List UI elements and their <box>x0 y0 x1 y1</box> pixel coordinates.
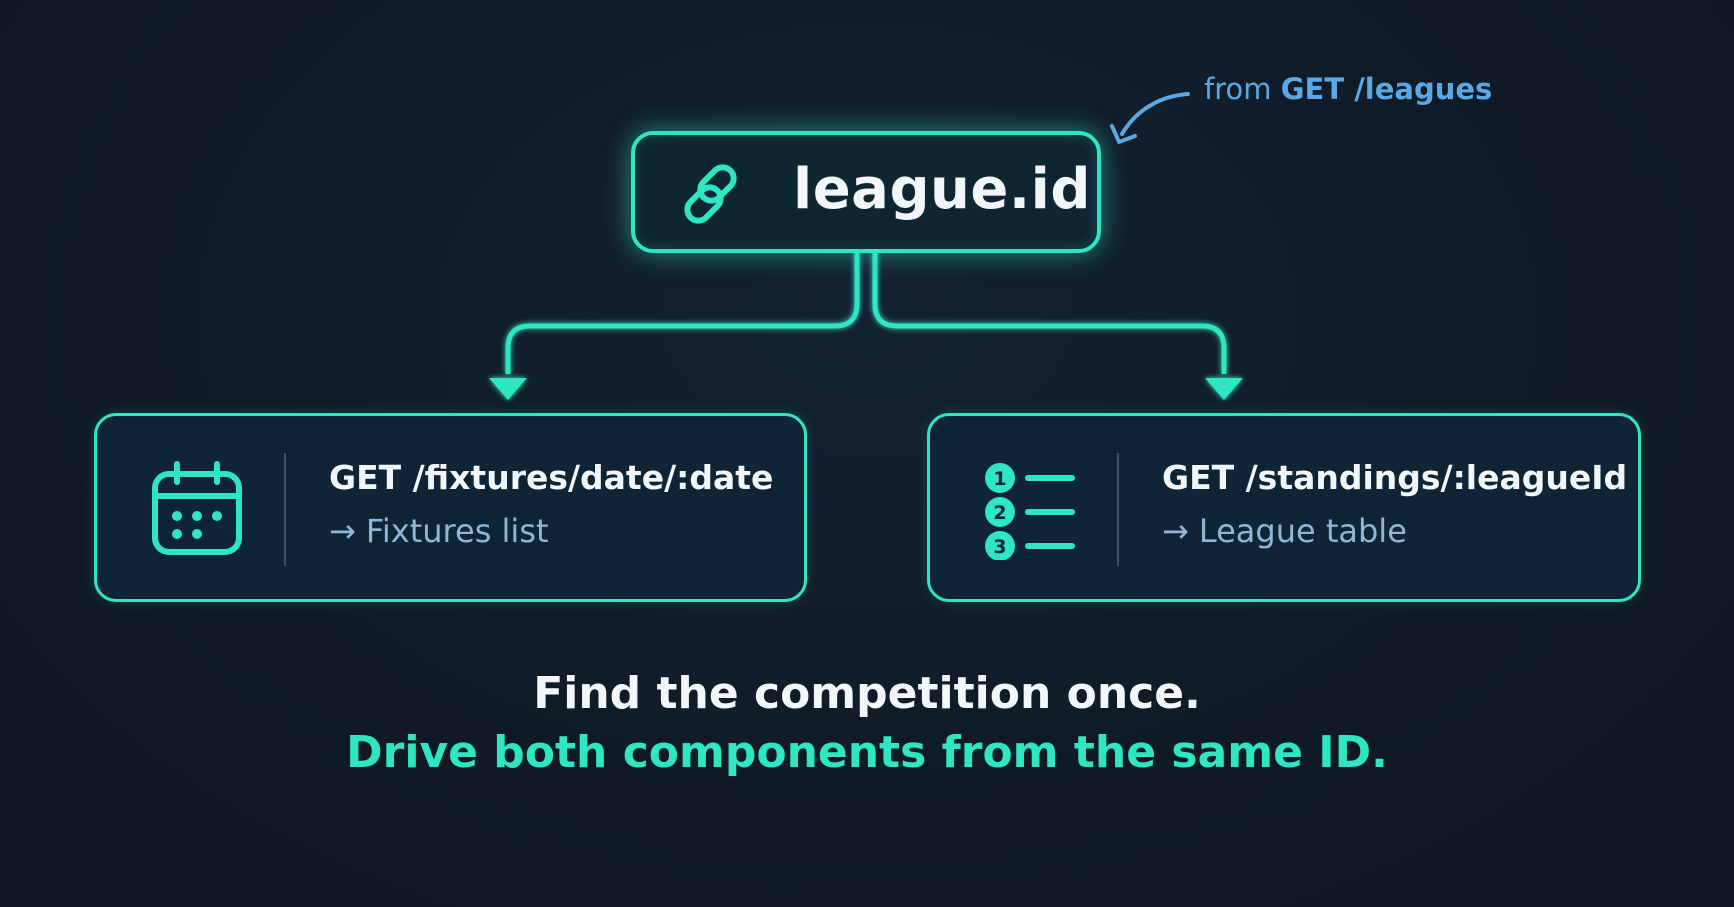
source-note-arrow <box>1120 92 1190 136</box>
fixtures-card: GET /fixtures/date/:date →Fixtures list <box>94 413 807 602</box>
connector-left <box>505 253 860 374</box>
list-number-2: 2 <box>993 502 1006 524</box>
calendar-icon <box>152 461 242 555</box>
standings-result-label: League table <box>1198 512 1407 550</box>
right-arrow-icon: → <box>329 512 356 550</box>
card-divider <box>284 453 286 566</box>
source-note-arrowhead <box>1110 124 1137 144</box>
standings-card: 1 2 3 GET /standings/:leagueId →League t… <box>927 413 1641 602</box>
standings-result: →League table <box>1162 512 1407 550</box>
root-node-league-id: league.id <box>631 131 1101 253</box>
arrowhead-left <box>489 378 527 400</box>
link-icon <box>684 164 737 224</box>
list-number-3: 3 <box>993 536 1006 558</box>
connector-right <box>872 253 1227 374</box>
card-divider <box>1117 453 1119 566</box>
right-arrow-icon: → <box>1162 512 1189 550</box>
source-note: from GET /leagues <box>1204 72 1492 106</box>
fixtures-result-label: Fixtures list <box>365 512 549 550</box>
fixtures-result: →Fixtures list <box>329 512 549 550</box>
source-note-endpoint: GET /leagues <box>1280 72 1493 106</box>
numbered-list-icon: 1 2 3 <box>985 463 1075 560</box>
source-note-prefix: from <box>1204 72 1272 106</box>
list-number-1: 1 <box>993 468 1006 490</box>
arrowhead-right <box>1205 378 1243 400</box>
caption-secondary: Drive both components from the same ID. <box>346 727 1388 778</box>
caption-primary: Find the competition once. <box>533 668 1201 719</box>
standings-endpoint: GET /standings/:leagueId <box>1162 458 1628 497</box>
fixtures-endpoint: GET /fixtures/date/:date <box>329 458 774 497</box>
root-label: league.id <box>793 157 1091 222</box>
